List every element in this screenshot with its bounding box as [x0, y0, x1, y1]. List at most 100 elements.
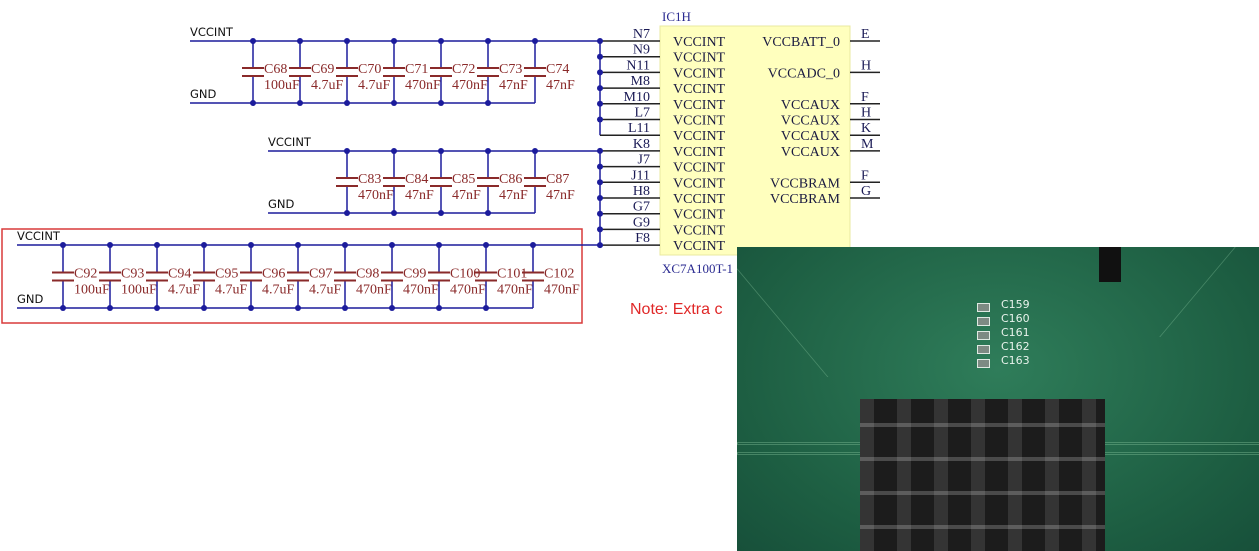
- gnd-net-label: GND: [268, 197, 295, 211]
- pin-number: K: [861, 121, 871, 136]
- vcc-net-label: VCCINT: [268, 135, 312, 149]
- capacitor-ref: C100: [450, 267, 480, 282]
- junction-dot: [485, 38, 491, 44]
- jumper: [1099, 247, 1121, 282]
- pin-number: J11: [631, 168, 650, 183]
- capacitor-value: 47nF: [405, 188, 434, 203]
- junction-dot: [344, 100, 350, 106]
- capacitor-ref: C87: [546, 172, 569, 187]
- gnd-net-label: GND: [190, 87, 217, 101]
- junction-dot: [60, 242, 66, 248]
- pin-number: N9: [633, 43, 650, 58]
- capacitor-ref: C97: [309, 267, 332, 282]
- silkscreen-label: C161: [1001, 326, 1030, 339]
- capacitor-value: 470nF: [450, 283, 486, 298]
- junction-dot: [483, 242, 489, 248]
- junction-dot: [597, 195, 603, 201]
- junction-dot: [436, 305, 442, 311]
- capacitor-value: 470nF: [358, 188, 394, 203]
- capacitor-value: 470nF: [497, 283, 533, 298]
- junction-dot: [483, 305, 489, 311]
- pin-name: VCCINT: [673, 51, 726, 66]
- capacitor-ref: C85: [452, 172, 475, 187]
- capacitor-ref: C102: [544, 267, 574, 282]
- pin-number: G9: [633, 215, 650, 230]
- junction-dot: [201, 305, 207, 311]
- junction-dot: [250, 38, 256, 44]
- capacitor-value: 47nF: [546, 78, 575, 93]
- heatsink: [860, 399, 1105, 551]
- junction-dot: [597, 210, 603, 217]
- capacitor-ref: C71: [405, 62, 428, 77]
- pin-name: VCCINT: [673, 145, 726, 160]
- pin-number: M: [861, 137, 874, 152]
- capacitor-ref: C95: [215, 267, 238, 282]
- pin-name: VCCINT: [673, 129, 726, 144]
- capacitor-value: 4.7uF: [262, 283, 295, 298]
- capacitor-value: 4.7uF: [168, 283, 201, 298]
- junction-dot: [597, 100, 603, 107]
- capacitor-value: 4.7uF: [311, 78, 344, 93]
- junction-dot: [391, 148, 397, 154]
- junction-dot: [597, 163, 603, 170]
- smd-pad: [977, 303, 990, 312]
- capacitor-ref: C92: [74, 267, 97, 282]
- capacitor-value: 47nF: [499, 188, 528, 203]
- junction-dot: [597, 69, 603, 76]
- capacitor-value: 4.7uF: [358, 78, 391, 93]
- pin-number: J7: [638, 153, 650, 168]
- capacitor-value: 47nF: [546, 188, 575, 203]
- junction-dot: [297, 100, 303, 106]
- capacitor-ref: C84: [405, 172, 428, 187]
- pin-name: VCCINT: [673, 98, 726, 113]
- junction-dot: [107, 242, 113, 248]
- junction-dot: [154, 242, 160, 248]
- pin-name: VCCINT: [673, 66, 726, 81]
- pin-name: VCCAUX: [781, 145, 840, 160]
- capacitor-value: 470nF: [405, 78, 441, 93]
- silkscreen-label: C162: [1001, 340, 1030, 353]
- capacitor-ref: C73: [499, 62, 522, 77]
- pin-number: F: [861, 168, 869, 183]
- junction-dot: [60, 305, 66, 311]
- junction-dot: [389, 305, 395, 311]
- pin-number: F8: [635, 231, 650, 246]
- silkscreen-label: C163: [1001, 354, 1030, 367]
- capacitor-ref: C74: [546, 62, 569, 77]
- highlight-box: [1, 228, 583, 324]
- capacitor-ref: C101: [497, 267, 527, 282]
- junction-dot: [344, 210, 350, 216]
- pin-name: VCCINT: [673, 208, 726, 223]
- pin-name: VCCAUX: [781, 98, 840, 113]
- pin-number: L7: [634, 106, 650, 121]
- capacitor-value: 470nF: [544, 283, 580, 298]
- gnd-net-label: GND: [17, 292, 44, 306]
- note-text: Note: Extra c: [630, 301, 723, 318]
- pin-name: VCCAUX: [781, 114, 840, 129]
- junction-dot: [532, 38, 538, 44]
- capacitor-value: 4.7uF: [309, 283, 342, 298]
- junction-dot: [530, 242, 536, 248]
- capacitor-ref: C72: [452, 62, 475, 77]
- pin-name: VCCADC_0: [768, 66, 840, 81]
- capacitor-ref: C68: [264, 62, 287, 77]
- junction-dot: [248, 305, 254, 311]
- junction-dot: [391, 100, 397, 106]
- junction-dot: [597, 179, 603, 186]
- pin-name: VCCBRAM: [770, 192, 841, 207]
- smd-pad: [977, 345, 990, 354]
- junction-dot: [597, 226, 603, 233]
- pin-name: VCCINT: [673, 239, 726, 254]
- junction-dot: [391, 210, 397, 216]
- pin-number: K8: [633, 137, 650, 152]
- pin-name: VCCINT: [673, 223, 726, 238]
- junction-dot: [342, 305, 348, 311]
- junction-dot: [485, 100, 491, 106]
- junction-dot: [389, 242, 395, 248]
- junction-dot: [597, 242, 603, 249]
- capacitor-ref: C94: [168, 267, 191, 282]
- capacitor-ref: C98: [356, 267, 379, 282]
- ic-designator: IC1H: [662, 9, 691, 24]
- junction-dot: [297, 38, 303, 44]
